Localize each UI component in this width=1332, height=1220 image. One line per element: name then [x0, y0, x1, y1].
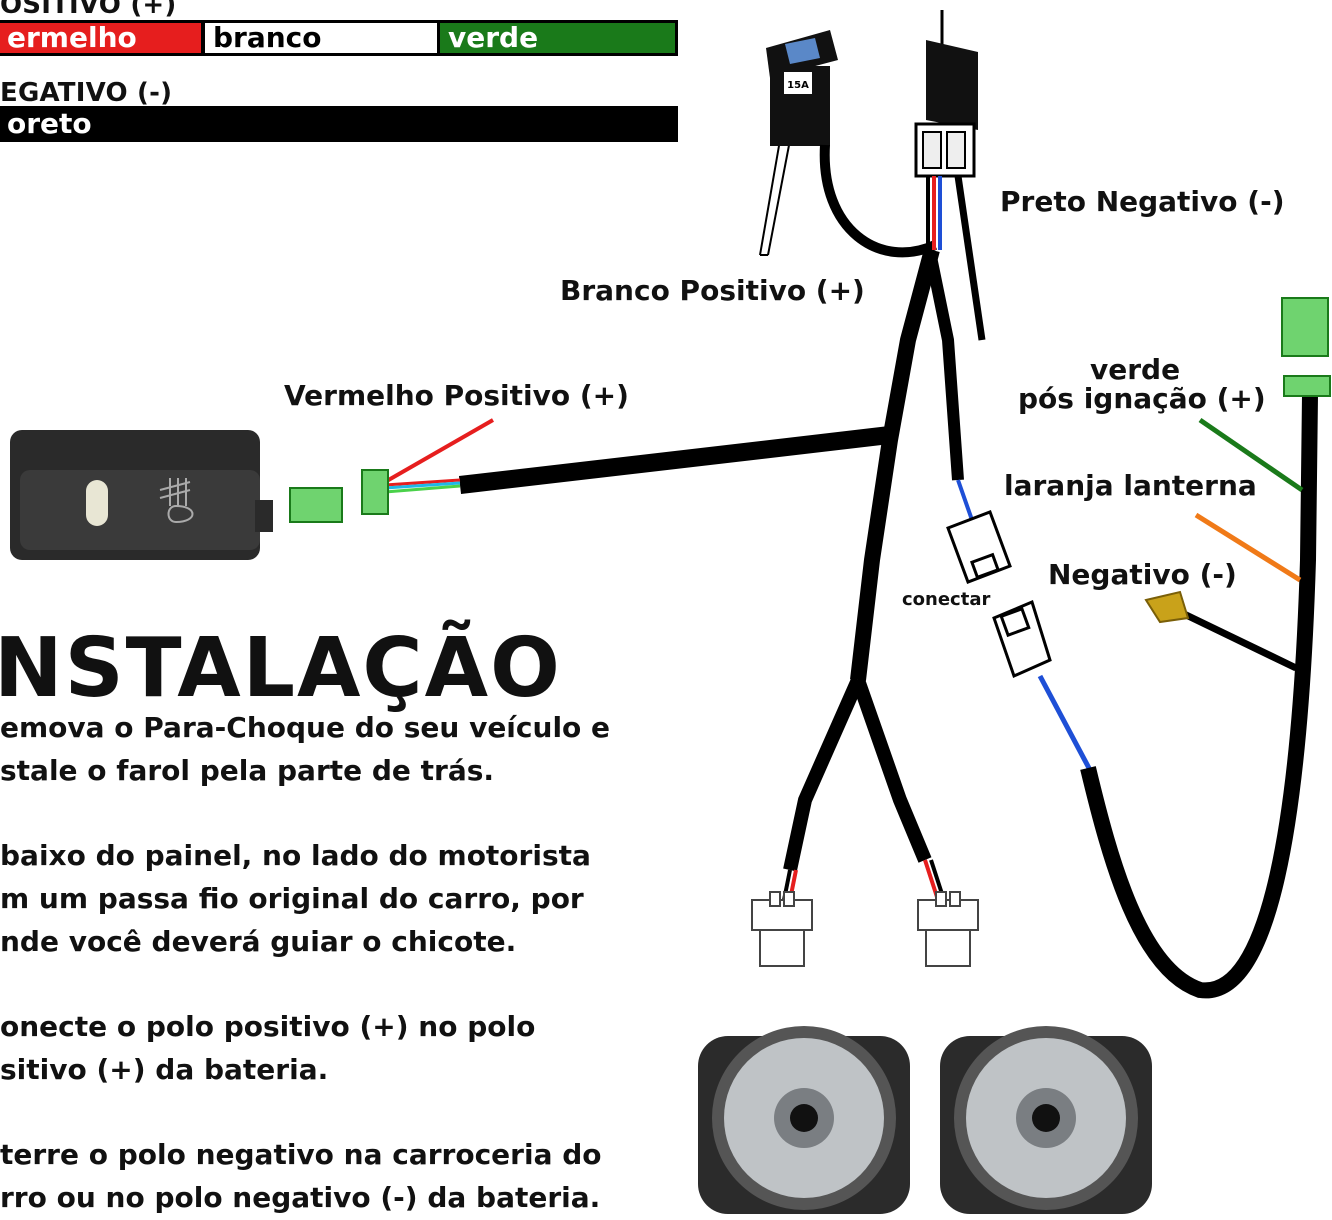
fog-switch-icon	[10, 430, 273, 560]
instruction-line: m um passa fio original do carro, por	[0, 882, 584, 915]
negative-legend-title: EGATIVO (-)	[0, 78, 173, 108]
instruction-line: baixo do painel, no lado do motorista	[0, 839, 591, 872]
vermelho-wire	[384, 418, 494, 484]
black-swatch-label: oreto	[7, 107, 92, 140]
branco-positivo-label: Branco Positivo (+)	[560, 274, 865, 307]
positive-legend-title: OSITIVO (+)	[0, 0, 177, 20]
switch-connector-icon	[289, 469, 389, 523]
preto-negativo-label: Preto Negativo (-)	[1000, 185, 1285, 218]
vermelho-positivo-label: Vermelho Positivo (+)	[284, 379, 629, 412]
connector-branch	[924, 250, 964, 481]
pos-ignacao-label: pós ignação (+)	[1018, 382, 1266, 415]
ignition-connector-icon	[1281, 297, 1331, 397]
black-swatch: oreto	[0, 106, 678, 142]
installation-heading: NSTALAÇÃO	[0, 621, 562, 716]
red-swatch-label: ermelho	[7, 21, 137, 54]
white-swatch: branco	[202, 20, 440, 56]
fuse-cable	[819, 144, 938, 258]
fuse-rating: 15A	[787, 80, 809, 91]
white-swatch-label: branco	[213, 21, 322, 54]
verde-label: verde	[1090, 353, 1181, 386]
instruction-line: terre o polo negativo na carroceria do	[0, 1138, 602, 1171]
negativo-label: Negativo (-)	[1048, 558, 1237, 591]
ring-terminal-icon	[1144, 590, 1190, 624]
ignition-loop-cable	[1080, 394, 1318, 999]
headlight-plug-right	[917, 891, 979, 967]
fuse-holder-icon	[766, 30, 838, 146]
fuse-lead-left2	[767, 139, 791, 256]
fog-light-right-icon	[940, 1026, 1152, 1214]
conectar-label: conectar	[902, 589, 991, 610]
connector-top-icon	[946, 510, 1012, 584]
relay-icon	[914, 10, 978, 178]
main-trunk	[850, 247, 940, 681]
laranja-lanterna-label: laranja lanterna	[1004, 469, 1257, 502]
fuse-lead-left	[759, 139, 781, 256]
instruction-line: stale o farol pela parte de trás.	[0, 754, 495, 787]
connector-bottom-icon	[992, 599, 1052, 679]
green-swatch-label: verde	[448, 21, 539, 54]
negativo-wire	[1178, 608, 1298, 672]
instruction-line: onecte o polo positivo (+) no polo	[0, 1010, 536, 1043]
instruction-line: sitivo (+) da bateria.	[0, 1053, 329, 1086]
instruction-line: rro ou no polo negativo (-) da bateria.	[0, 1181, 601, 1214]
preto-negativo-wire	[954, 175, 986, 341]
fog-light-left-icon	[698, 1026, 910, 1214]
instruction-line: nde você deverá guiar o chicote.	[0, 925, 517, 958]
headlight-plug-left	[751, 891, 813, 967]
verde-wire	[1198, 417, 1304, 493]
switch-branch	[458, 426, 892, 494]
instruction-line: emova o Para-Choque do seu veículo e	[0, 711, 611, 744]
green-swatch: verde	[437, 20, 678, 56]
laranja-wire	[1194, 512, 1302, 583]
